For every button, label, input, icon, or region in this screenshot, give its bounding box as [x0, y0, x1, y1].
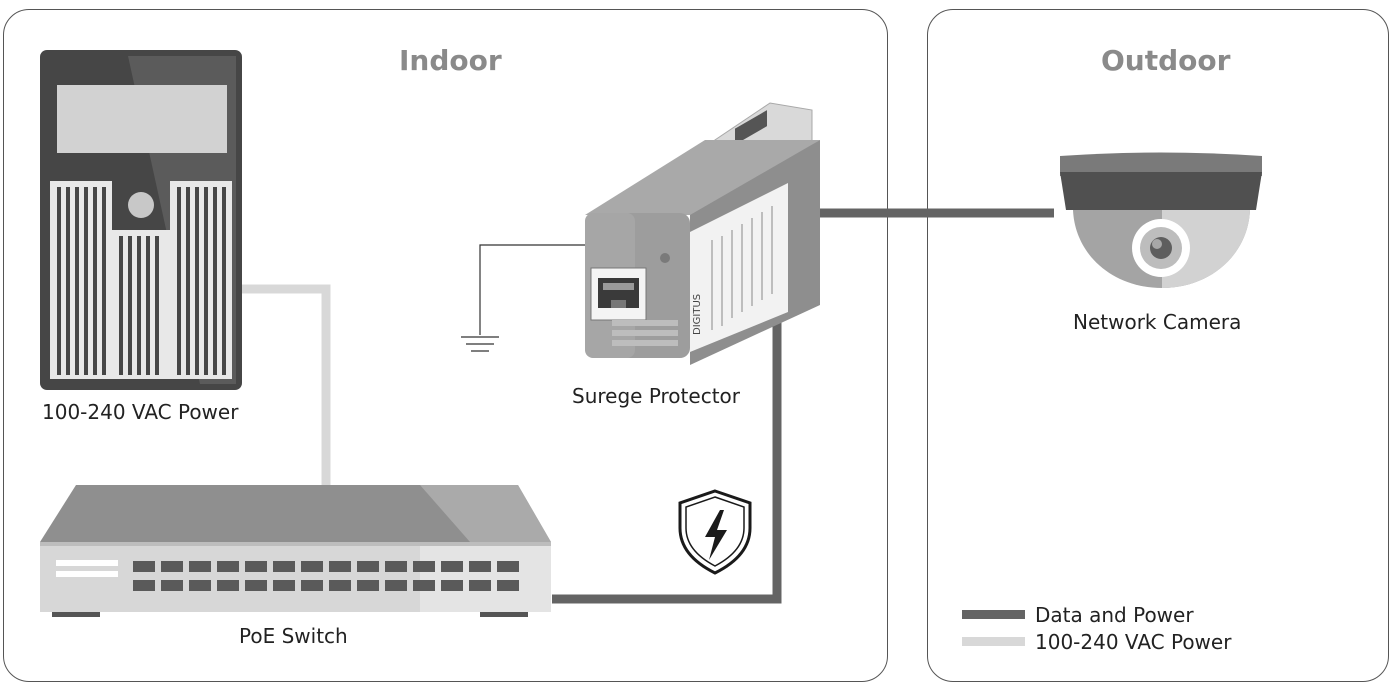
legend-ac-power-label: 100-240 VAC Power: [1035, 630, 1232, 654]
ac-power-cable: [242, 284, 331, 485]
outdoor-title: Outdoor: [1101, 44, 1231, 77]
data-power-cable-indoor: [552, 304, 782, 604]
protector-label: Surege Protector: [572, 384, 740, 408]
legend-swatch-data-power: [962, 610, 1025, 619]
protector-brand-text: DIGITUS: [692, 294, 703, 335]
poe-switch-icon: [40, 485, 551, 617]
outdoor-panel: [927, 9, 1389, 682]
indoor-title: Indoor: [399, 44, 502, 77]
ground-symbol-icon: [461, 244, 590, 352]
legend-data-power-label: Data and Power: [1035, 603, 1194, 627]
server-tower-icon: [40, 50, 242, 390]
camera-label: Network Camera: [1073, 310, 1242, 334]
switch-label: PoE Switch: [239, 624, 348, 648]
shield-lightning-icon: [678, 489, 752, 575]
legend-swatch-ac-power: [962, 637, 1025, 646]
network-camera-icon: [1060, 152, 1262, 288]
power-label: 100-240 VAC Power: [42, 400, 239, 424]
surge-protector-device: [585, 102, 820, 365]
